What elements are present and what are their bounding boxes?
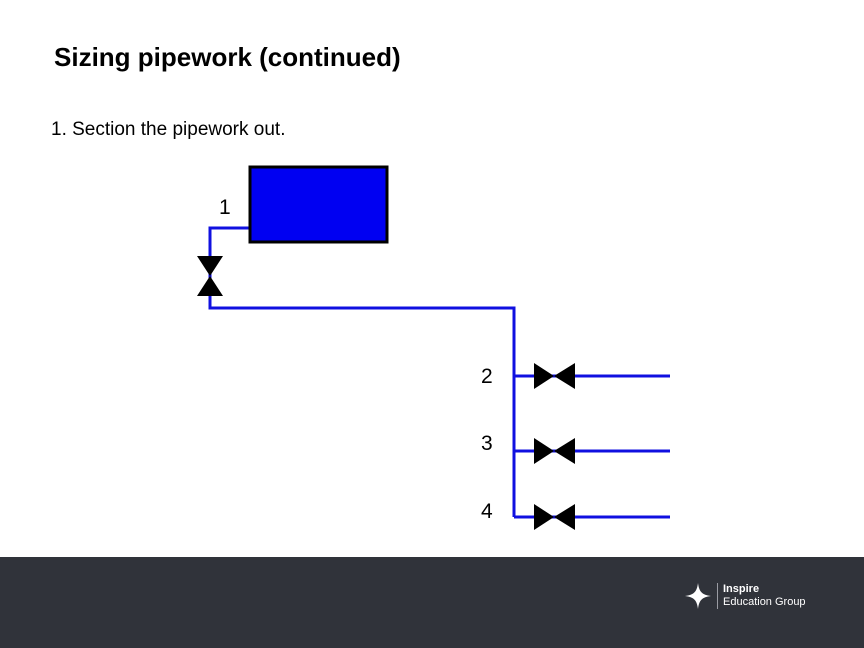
pipe-section-1 [208, 226, 516, 517]
section-label-4: 4 [481, 500, 493, 523]
valve-icon-vertical [197, 256, 223, 296]
section-label-1: 1 [219, 196, 231, 219]
footer-bar: Inspire Education Group [0, 557, 864, 648]
valve-icon-branch-4 [534, 504, 575, 530]
step-instruction: 1. Section the pipework out. [51, 119, 286, 140]
radiator-icon [248, 165, 389, 244]
pipe-network [208, 226, 670, 519]
star-icon [685, 583, 711, 609]
logo-wordmark: Inspire Education Group [723, 583, 806, 609]
valve-icon-branch-2 [534, 363, 575, 389]
valve-icon-branch-3 [534, 438, 575, 464]
section-label-3: 3 [481, 432, 493, 455]
logo-subname: Education Group [723, 596, 806, 608]
inspire-logo: Inspire Education Group [685, 581, 806, 611]
section-label-2: 2 [481, 365, 493, 388]
logo-name: Inspire [723, 583, 760, 595]
pipework-diagram: 1 2 3 4 [197, 165, 670, 530]
logo-divider [717, 583, 718, 609]
slide-title: Sizing pipework (continued) [54, 42, 401, 72]
